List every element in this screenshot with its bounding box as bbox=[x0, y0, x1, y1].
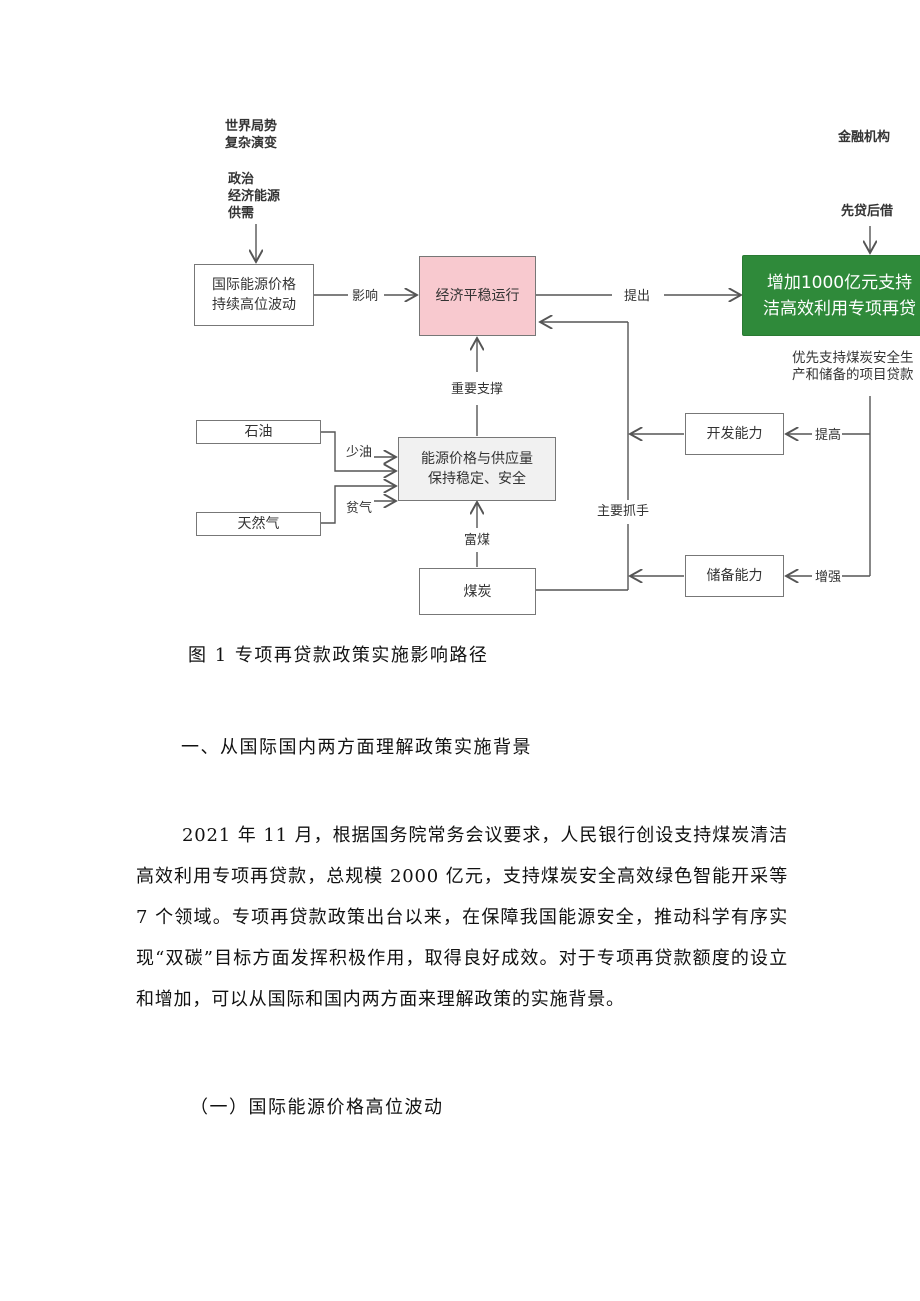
arrow-oil-to-energy bbox=[321, 431, 396, 471]
section-heading: 一、从国际国内两方面理解政策实施背景 bbox=[181, 737, 532, 758]
energy-price-supply-box: 能源价格与供应量 保持稳定、安全 bbox=[398, 437, 556, 501]
world-situation-label: 世界局势 复杂演变 bbox=[225, 119, 278, 151]
priority-support-label: 优先支持煤炭安全生 产和储备的项目贷款 bbox=[792, 350, 914, 383]
figure-caption: 图 1 专项再贷款政策实施影响路径 bbox=[188, 645, 489, 666]
rich-coal-label: 富煤 bbox=[464, 533, 491, 548]
arrow-gas-to-energy bbox=[321, 486, 396, 524]
poor-gas-label: 贫气 bbox=[346, 501, 373, 516]
important-support-label: 重要支撑 bbox=[451, 382, 504, 397]
lend-then-borrow-label: 先贷后借 bbox=[841, 204, 894, 219]
body-paragraph: 2021 年 11 月，根据国务院常务会议要求，人民银行创设支持煤炭清洁高效利用… bbox=[136, 825, 788, 1010]
main-lever-label: 主要抓手 bbox=[597, 504, 650, 519]
improve-label: 提高 bbox=[815, 428, 842, 443]
subsection-heading: （一）国际能源价格高位波动 bbox=[190, 1097, 444, 1118]
diagram-connectors bbox=[0, 224, 920, 591]
intl-energy-price-box: 国际能源价格 持续高位波动 bbox=[194, 264, 314, 326]
financial-institution-label: 金融机构 bbox=[838, 130, 891, 145]
influence-label: 影响 bbox=[352, 289, 379, 304]
policy-impact-diagram: 世界局势 复杂演变 政治 经济能源 供需 国际能源价格 持续高位波动 影响 经济… bbox=[0, 0, 920, 630]
storage-capacity-box: 储备能力 bbox=[685, 555, 784, 597]
natural-gas-box: 天然气 bbox=[196, 512, 321, 536]
special-relending-box: 增加1000亿元支持 洁高效利用专项再贷 bbox=[742, 255, 920, 336]
less-oil-label: 少油 bbox=[346, 445, 373, 460]
politics-economy-label: 政治 经济能源 供需 bbox=[228, 172, 281, 221]
enhance-label: 增强 bbox=[815, 570, 842, 585]
coal-box: 煤炭 bbox=[419, 568, 536, 615]
oil-box: 石油 bbox=[196, 420, 321, 444]
propose-label: 提出 bbox=[624, 289, 651, 304]
development-capacity-box: 开发能力 bbox=[685, 413, 784, 455]
economy-stable-box: 经济平稳运行 bbox=[419, 256, 536, 336]
